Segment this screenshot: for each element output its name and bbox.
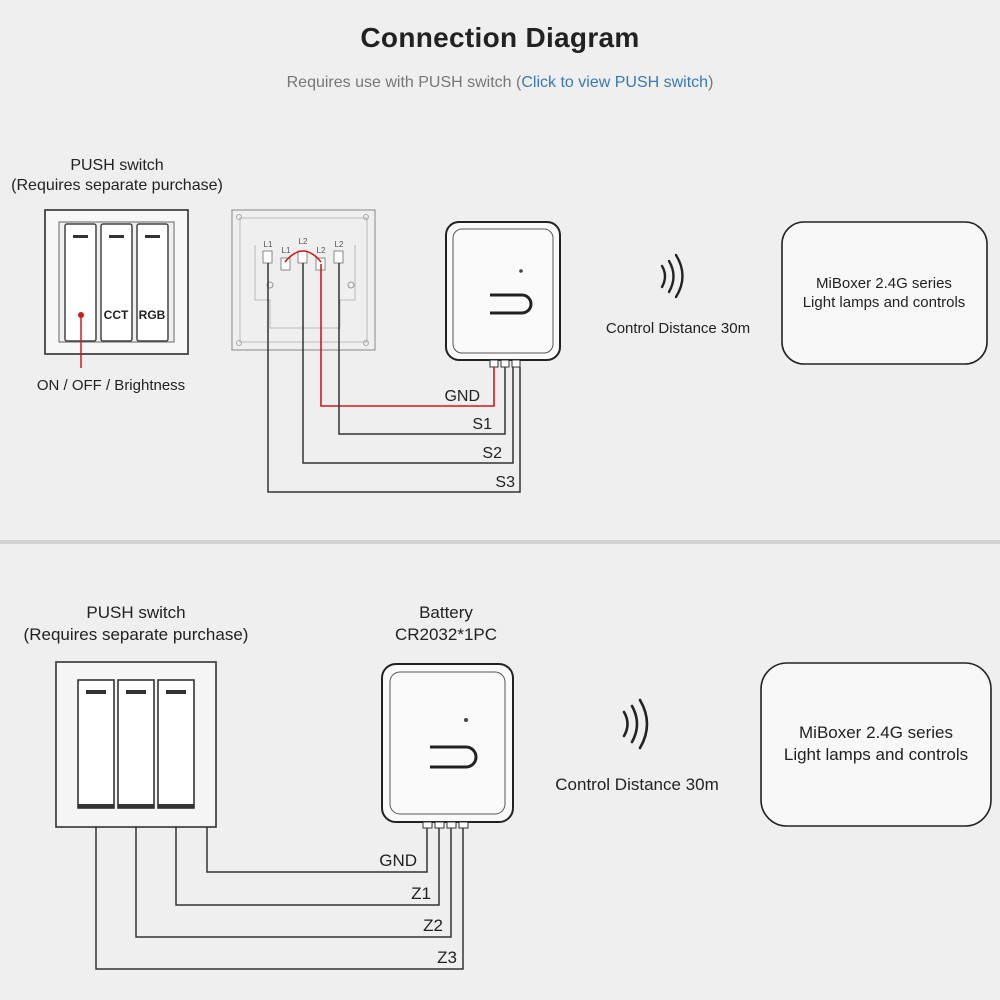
bottom-miboxer-box [760, 662, 992, 827]
bottom-gnd-wire [206, 827, 428, 873]
terminal-label-l2-b: L2 [317, 246, 326, 255]
page-subtitle: Requires use with PUSH switch (Click to … [0, 74, 1000, 92]
bottom-z1-label: Z1 [411, 884, 431, 903]
bottom-switch-key-3[interactable] [157, 679, 195, 809]
cct-label: CCT [104, 308, 129, 322]
bottom-switch-title: PUSH switch [86, 603, 185, 622]
top-s3-label: S3 [495, 474, 515, 491]
top-wiring: GND S1 S2 S3 [267, 263, 521, 493]
top-s1-label: S1 [472, 416, 492, 433]
bottom-miboxer-line2: Light lamps and controls [784, 745, 968, 764]
bottom-z1-wire [175, 827, 440, 906]
top-switch-note: (Requires separate purchase) [11, 177, 223, 194]
battery-title: Battery [419, 603, 473, 622]
top-switch-key-cct[interactable] [100, 223, 133, 342]
on-off-brightness-label: ON / OFF / Brightness [37, 377, 185, 394]
bottom-wiring: GND Z1 Z2 Z3 [95, 827, 464, 970]
top-miboxer-line2: Light lamps and controls [803, 294, 966, 311]
bottom-z3-wire [95, 827, 464, 970]
top-s3-wire [267, 263, 521, 493]
top-s2-label: S2 [482, 445, 502, 462]
top-diagram: PUSH switch (Requires separate purchase)… [11, 157, 988, 493]
push-switch-link[interactable]: Click to view PUSH switch [521, 74, 709, 91]
section-divider [0, 540, 1000, 544]
bottom-push-switch [55, 661, 217, 828]
terminal-label-l2-c: L2 [335, 240, 344, 249]
page-title: Connection Diagram [360, 22, 640, 53]
terminal-label-l1-b: L1 [282, 246, 291, 255]
top-gnd-label: GND [444, 388, 480, 405]
terminal-label-l1-a: L1 [264, 240, 273, 249]
switch-back-plate: L1 L1 L2 L2 L2 [231, 209, 376, 351]
top-push-switch: CCT RGB [44, 209, 189, 368]
bottom-wireless-signal-icon [622, 698, 649, 750]
top-gnd-wire [320, 264, 495, 407]
top-wireless-signal-icon [660, 253, 684, 299]
bottom-miboxer-line1: MiBoxer 2.4G series [799, 723, 953, 742]
top-control-distance: Control Distance 30m [606, 320, 750, 337]
top-miboxer-line1: MiBoxer 2.4G series [816, 275, 952, 292]
top-miboxer-box [781, 221, 988, 365]
bottom-switch-note: (Requires separate purchase) [24, 625, 249, 644]
bottom-diagram: PUSH switch (Requires separate purchase)… [24, 603, 992, 970]
bottom-control-distance: Control Distance 30m [555, 775, 718, 794]
bottom-z2-wire [135, 827, 452, 938]
top-receiver-module [445, 221, 561, 368]
bottom-z2-label: Z2 [423, 916, 443, 935]
battery-spec: CR2032*1PC [395, 625, 497, 644]
bottom-switch-key-1[interactable] [77, 679, 115, 809]
terminal-label-l2-a: L2 [299, 237, 308, 246]
top-switch-title: PUSH switch [70, 157, 163, 174]
bottom-switch-key-2[interactable] [117, 679, 155, 809]
subtitle-suffix: ) [708, 74, 714, 91]
bottom-gnd-label: GND [379, 851, 417, 870]
subtitle-prefix: Requires use with PUSH switch ( [286, 74, 522, 91]
top-s2-wire [302, 263, 514, 464]
top-s1-wire [338, 263, 506, 435]
rgb-label: RGB [139, 308, 166, 322]
top-switch-key-rgb[interactable] [136, 223, 169, 342]
bottom-receiver-module [381, 663, 514, 829]
bottom-z3-label: Z3 [437, 948, 457, 967]
